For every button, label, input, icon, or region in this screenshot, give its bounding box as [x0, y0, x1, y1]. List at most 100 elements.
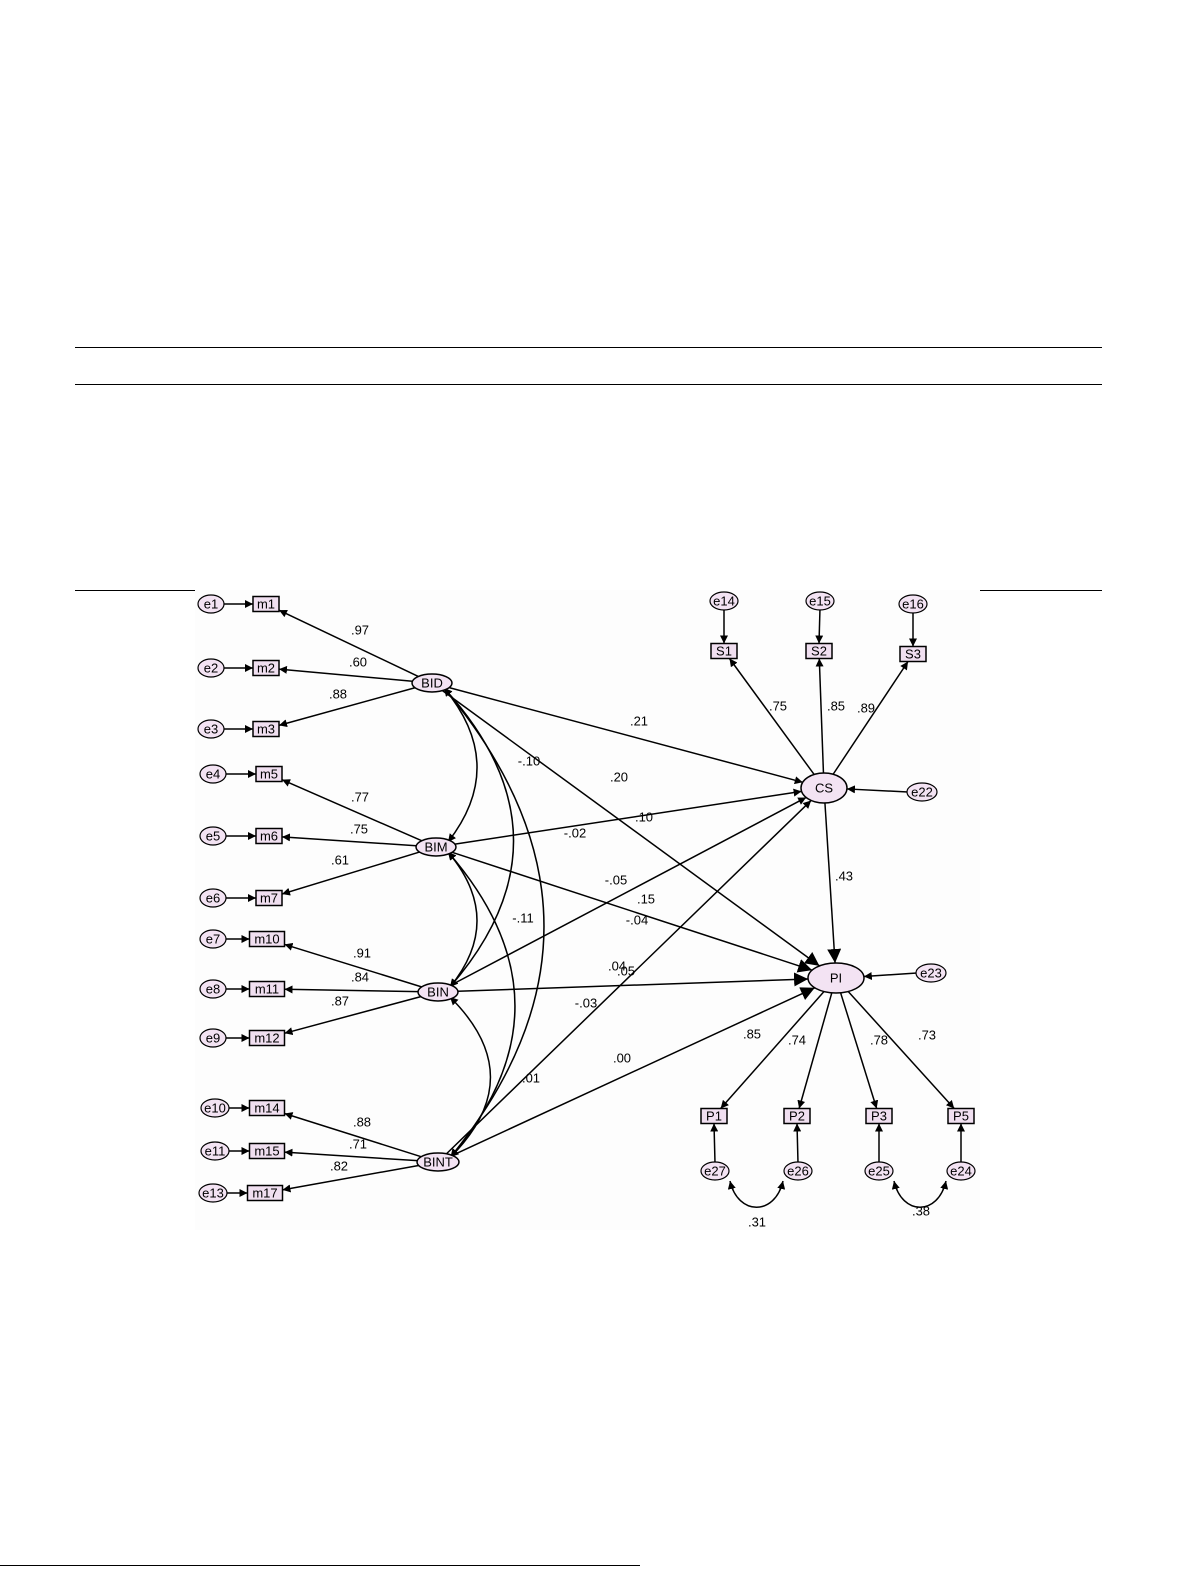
- loading-label-P1: .85: [743, 1027, 761, 1042]
- error-arrow-e26: [793, 1123, 802, 1164]
- indicator-m11: [248, 980, 286, 998]
- indicator-P3: [865, 1107, 893, 1125]
- error-label-e13: e13: [202, 1186, 224, 1201]
- loading-label-m1: .97: [351, 623, 369, 638]
- loading-arrow-S1: [728, 658, 815, 775]
- correlation-label-e25-e24: .38: [912, 1204, 930, 1219]
- error-label-e4: e4: [206, 767, 220, 782]
- correlation-label-e27-e26: .31: [748, 1215, 766, 1230]
- indicator-m1: [252, 595, 280, 613]
- indicator-m10: [248, 930, 286, 948]
- indicator-label-m2: m2: [257, 661, 275, 676]
- indicator-m2: [252, 659, 280, 677]
- error-label-e9: e9: [206, 1031, 220, 1046]
- error-label-e27: e27: [704, 1164, 726, 1179]
- loading-arrow-m3: [278, 686, 416, 728]
- error-e24: [946, 1161, 976, 1181]
- path-label-BIN-PI: .04: [608, 959, 626, 974]
- error-e9: [199, 1028, 227, 1048]
- correlation-e25-e24: [891, 1180, 949, 1208]
- indicator-m17: [246, 1184, 284, 1202]
- error-e16: [898, 594, 928, 614]
- path-label-BID-PI: .20: [610, 770, 628, 785]
- error-arrow-e27: [710, 1123, 719, 1164]
- latent-BIN: [417, 982, 459, 1002]
- indicator-label-S2: S2: [811, 644, 827, 659]
- loading-arrow-P2: [797, 992, 833, 1109]
- path-BID-PI: [442, 690, 820, 967]
- indicator-S3: [899, 645, 927, 663]
- error-label-e8: e8: [206, 982, 220, 997]
- nodes-layer: BIDBIMBINBINTCSPIm1e1m2e2m3e3m5e4m6e5m7e…: [197, 591, 976, 1203]
- indicator-label-m1: m1: [257, 597, 275, 612]
- indicator-m12: [248, 1029, 286, 1047]
- loading-label-S1: .75: [769, 699, 787, 714]
- indicator-label-m12: m12: [254, 1031, 279, 1046]
- disturbance-arrow-e23: [863, 972, 918, 980]
- error-label-e25: e25: [868, 1164, 890, 1179]
- error-label-e16: e16: [902, 597, 924, 612]
- latent-BINT: [416, 1152, 460, 1172]
- labels-layer: .97.60.88.77.75.61.91.84.87.88.71.82.75.…: [329, 623, 936, 1230]
- loading-arrow-m17: [282, 1164, 419, 1193]
- path-BIN-CS: [450, 796, 807, 986]
- path-label-BID-CS: .21: [630, 714, 648, 729]
- error-label-e11: e11: [205, 1144, 226, 1159]
- error-label-e6: e6: [206, 891, 220, 906]
- indicator-m7: [255, 889, 283, 907]
- loading-label-m2: .60: [349, 655, 367, 670]
- error-e26: [783, 1161, 813, 1181]
- latent-label-BIM: BIM: [424, 840, 447, 855]
- error-label-e26: e26: [787, 1164, 809, 1179]
- error-e8: [199, 979, 227, 999]
- loading-label-m15: .71: [349, 1137, 367, 1152]
- error-label-e1: e1: [204, 597, 218, 612]
- error-e5: [199, 826, 227, 846]
- indicator-label-m11: m11: [255, 982, 279, 997]
- path-label-BIM-PI: .15: [637, 892, 655, 907]
- correlation-label-BIN-BINT: .01: [522, 1071, 540, 1086]
- indicator-label-m10: m10: [254, 932, 279, 947]
- indicator-label-m5: m5: [260, 767, 278, 782]
- correlation-e27-e26: [727, 1180, 786, 1208]
- disturbance-e22: [906, 782, 938, 802]
- error-e3: [197, 719, 225, 739]
- loading-label-m12: .87: [331, 994, 349, 1009]
- correlation-label-BIM-BINT: -.03: [575, 996, 597, 1011]
- error-label-e2: e2: [204, 661, 218, 676]
- loading-arrow-m5: [281, 778, 422, 842]
- correlation-BID-BINT: [443, 687, 545, 1158]
- path-BIN-PI: [457, 972, 809, 993]
- disturbance-e23: [915, 963, 947, 983]
- loading-arrow-m10: [284, 942, 422, 988]
- latent-label-PI: PI: [830, 971, 842, 986]
- latent-BID: [411, 673, 453, 693]
- loading-arrow-S3: [832, 661, 909, 775]
- latent-label-BIN: BIN: [427, 985, 449, 1000]
- indicator-label-S3: S3: [905, 647, 921, 662]
- correlation-label-BIM-BIN: -.11: [512, 911, 533, 926]
- indicator-P5: [947, 1107, 975, 1125]
- indicator-label-m15: m15: [254, 1144, 279, 1159]
- horizontal-rule-left-segment: [75, 590, 195, 591]
- error-e4: [199, 764, 227, 784]
- horizontal-rule-upper: [75, 384, 1102, 385]
- error-e6: [199, 888, 227, 908]
- error-e11: [200, 1141, 230, 1161]
- indicator-m15: [248, 1142, 286, 1160]
- error-label-e24: e24: [950, 1164, 972, 1179]
- correlation-label-BID-BIM: -.10: [518, 754, 540, 769]
- error-e7: [199, 929, 227, 949]
- loading-label-P5: .73: [918, 1028, 936, 1043]
- loading-arrow-m6: [281, 833, 417, 847]
- latent-label-BINT: BINT: [423, 1155, 453, 1170]
- loading-arrow-m2: [278, 665, 413, 682]
- loading-label-P2: .74: [788, 1033, 806, 1048]
- indicator-label-P5: P5: [953, 1109, 969, 1124]
- loading-arrow-S2: [815, 658, 825, 774]
- error-arrow-e15: [815, 607, 824, 644]
- indicator-S2: [805, 642, 833, 660]
- horizontal-rule-bottom: [0, 1565, 640, 1566]
- error-e14: [709, 591, 739, 611]
